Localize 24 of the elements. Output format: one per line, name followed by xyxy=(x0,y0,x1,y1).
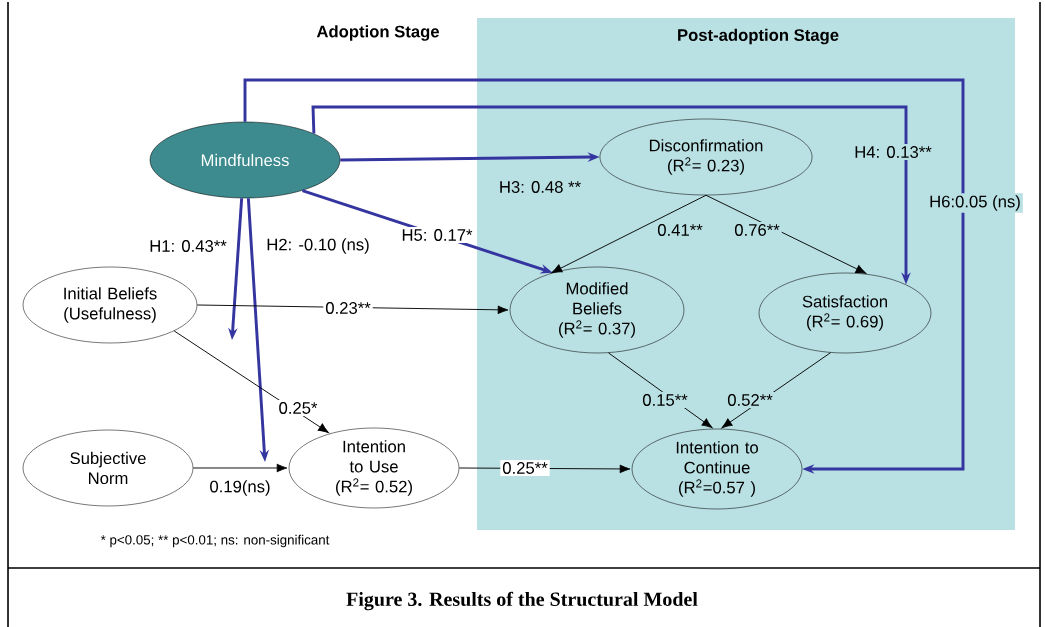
arrow xyxy=(608,352,713,429)
arrow xyxy=(551,194,707,274)
edge-label: H4: 0.13** xyxy=(852,144,934,160)
figure-caption: Figure 3. Results of the Structural Model xyxy=(346,591,698,611)
edge-label: 0.19(ns) xyxy=(210,480,270,496)
arrow xyxy=(243,78,965,474)
arrow xyxy=(705,194,867,274)
edge-label: 0.23** xyxy=(323,300,373,316)
edge-label: H2: -0.10 (ns) xyxy=(267,238,369,254)
edge-label: H1: 0.43** xyxy=(150,240,227,252)
edge-label: 0.25** xyxy=(500,460,550,476)
significance-note: * p<0.05; ** p<0.01; ns: non-significant xyxy=(100,534,330,548)
edge-label: H6:0.05 (ns) xyxy=(927,193,1023,213)
edge-label: H5: 0.17* xyxy=(399,227,475,243)
edge-label: 0.76** xyxy=(732,222,782,238)
arrow xyxy=(721,352,832,429)
edge-label: 0.41** xyxy=(655,222,705,238)
edge-label: 0.15** xyxy=(640,392,690,408)
edge-label: 0.25* xyxy=(276,400,320,416)
edge-label: H3: 0.48 ** xyxy=(500,181,581,193)
stage-heading: Adoption Stage xyxy=(316,25,439,41)
arrow xyxy=(173,330,329,433)
arrow xyxy=(192,463,288,473)
edge-label: 0.52** xyxy=(725,392,775,408)
